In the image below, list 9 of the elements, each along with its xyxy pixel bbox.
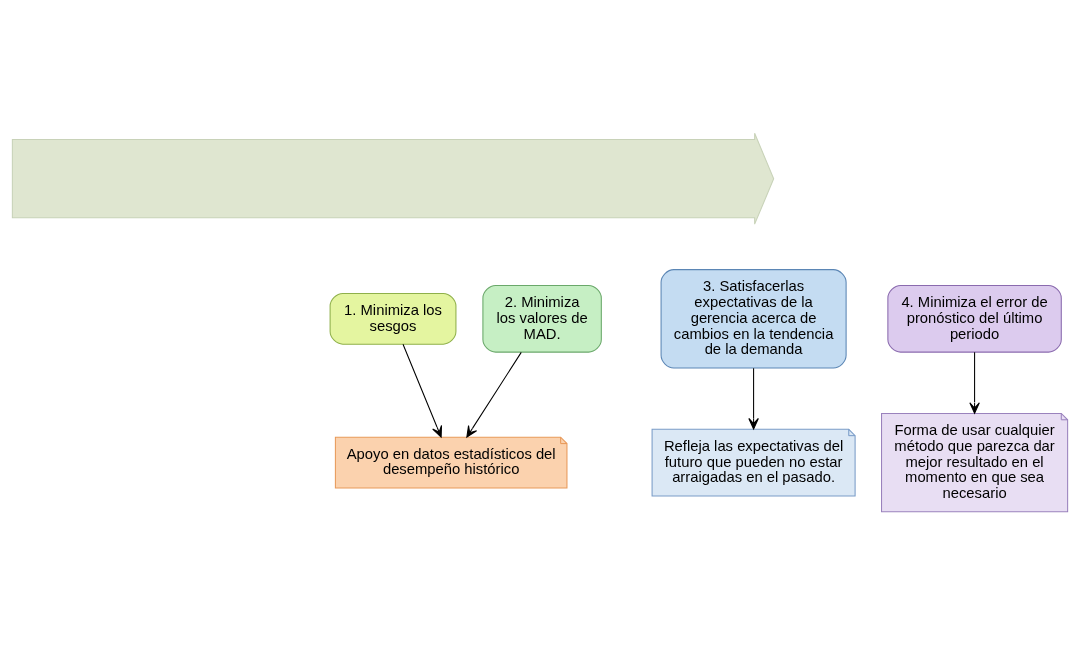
arrow [402, 343, 443, 438]
arrow [748, 367, 759, 430]
arrow [466, 351, 522, 438]
node-box: 3. Satisfacerlas expectativas de la gerencia acerca de cambios en la tendencia de la demanda [660, 269, 847, 369]
node-arrow [11, 132, 775, 225]
node-box: 2. Minimiza los valores de MAD. [482, 284, 602, 353]
node-box: 4. Minimiza el error de pronóstico del último periodo [887, 284, 1062, 353]
node-box: 1. Minimiza los sesgos [329, 292, 457, 345]
arrow [969, 351, 980, 414]
